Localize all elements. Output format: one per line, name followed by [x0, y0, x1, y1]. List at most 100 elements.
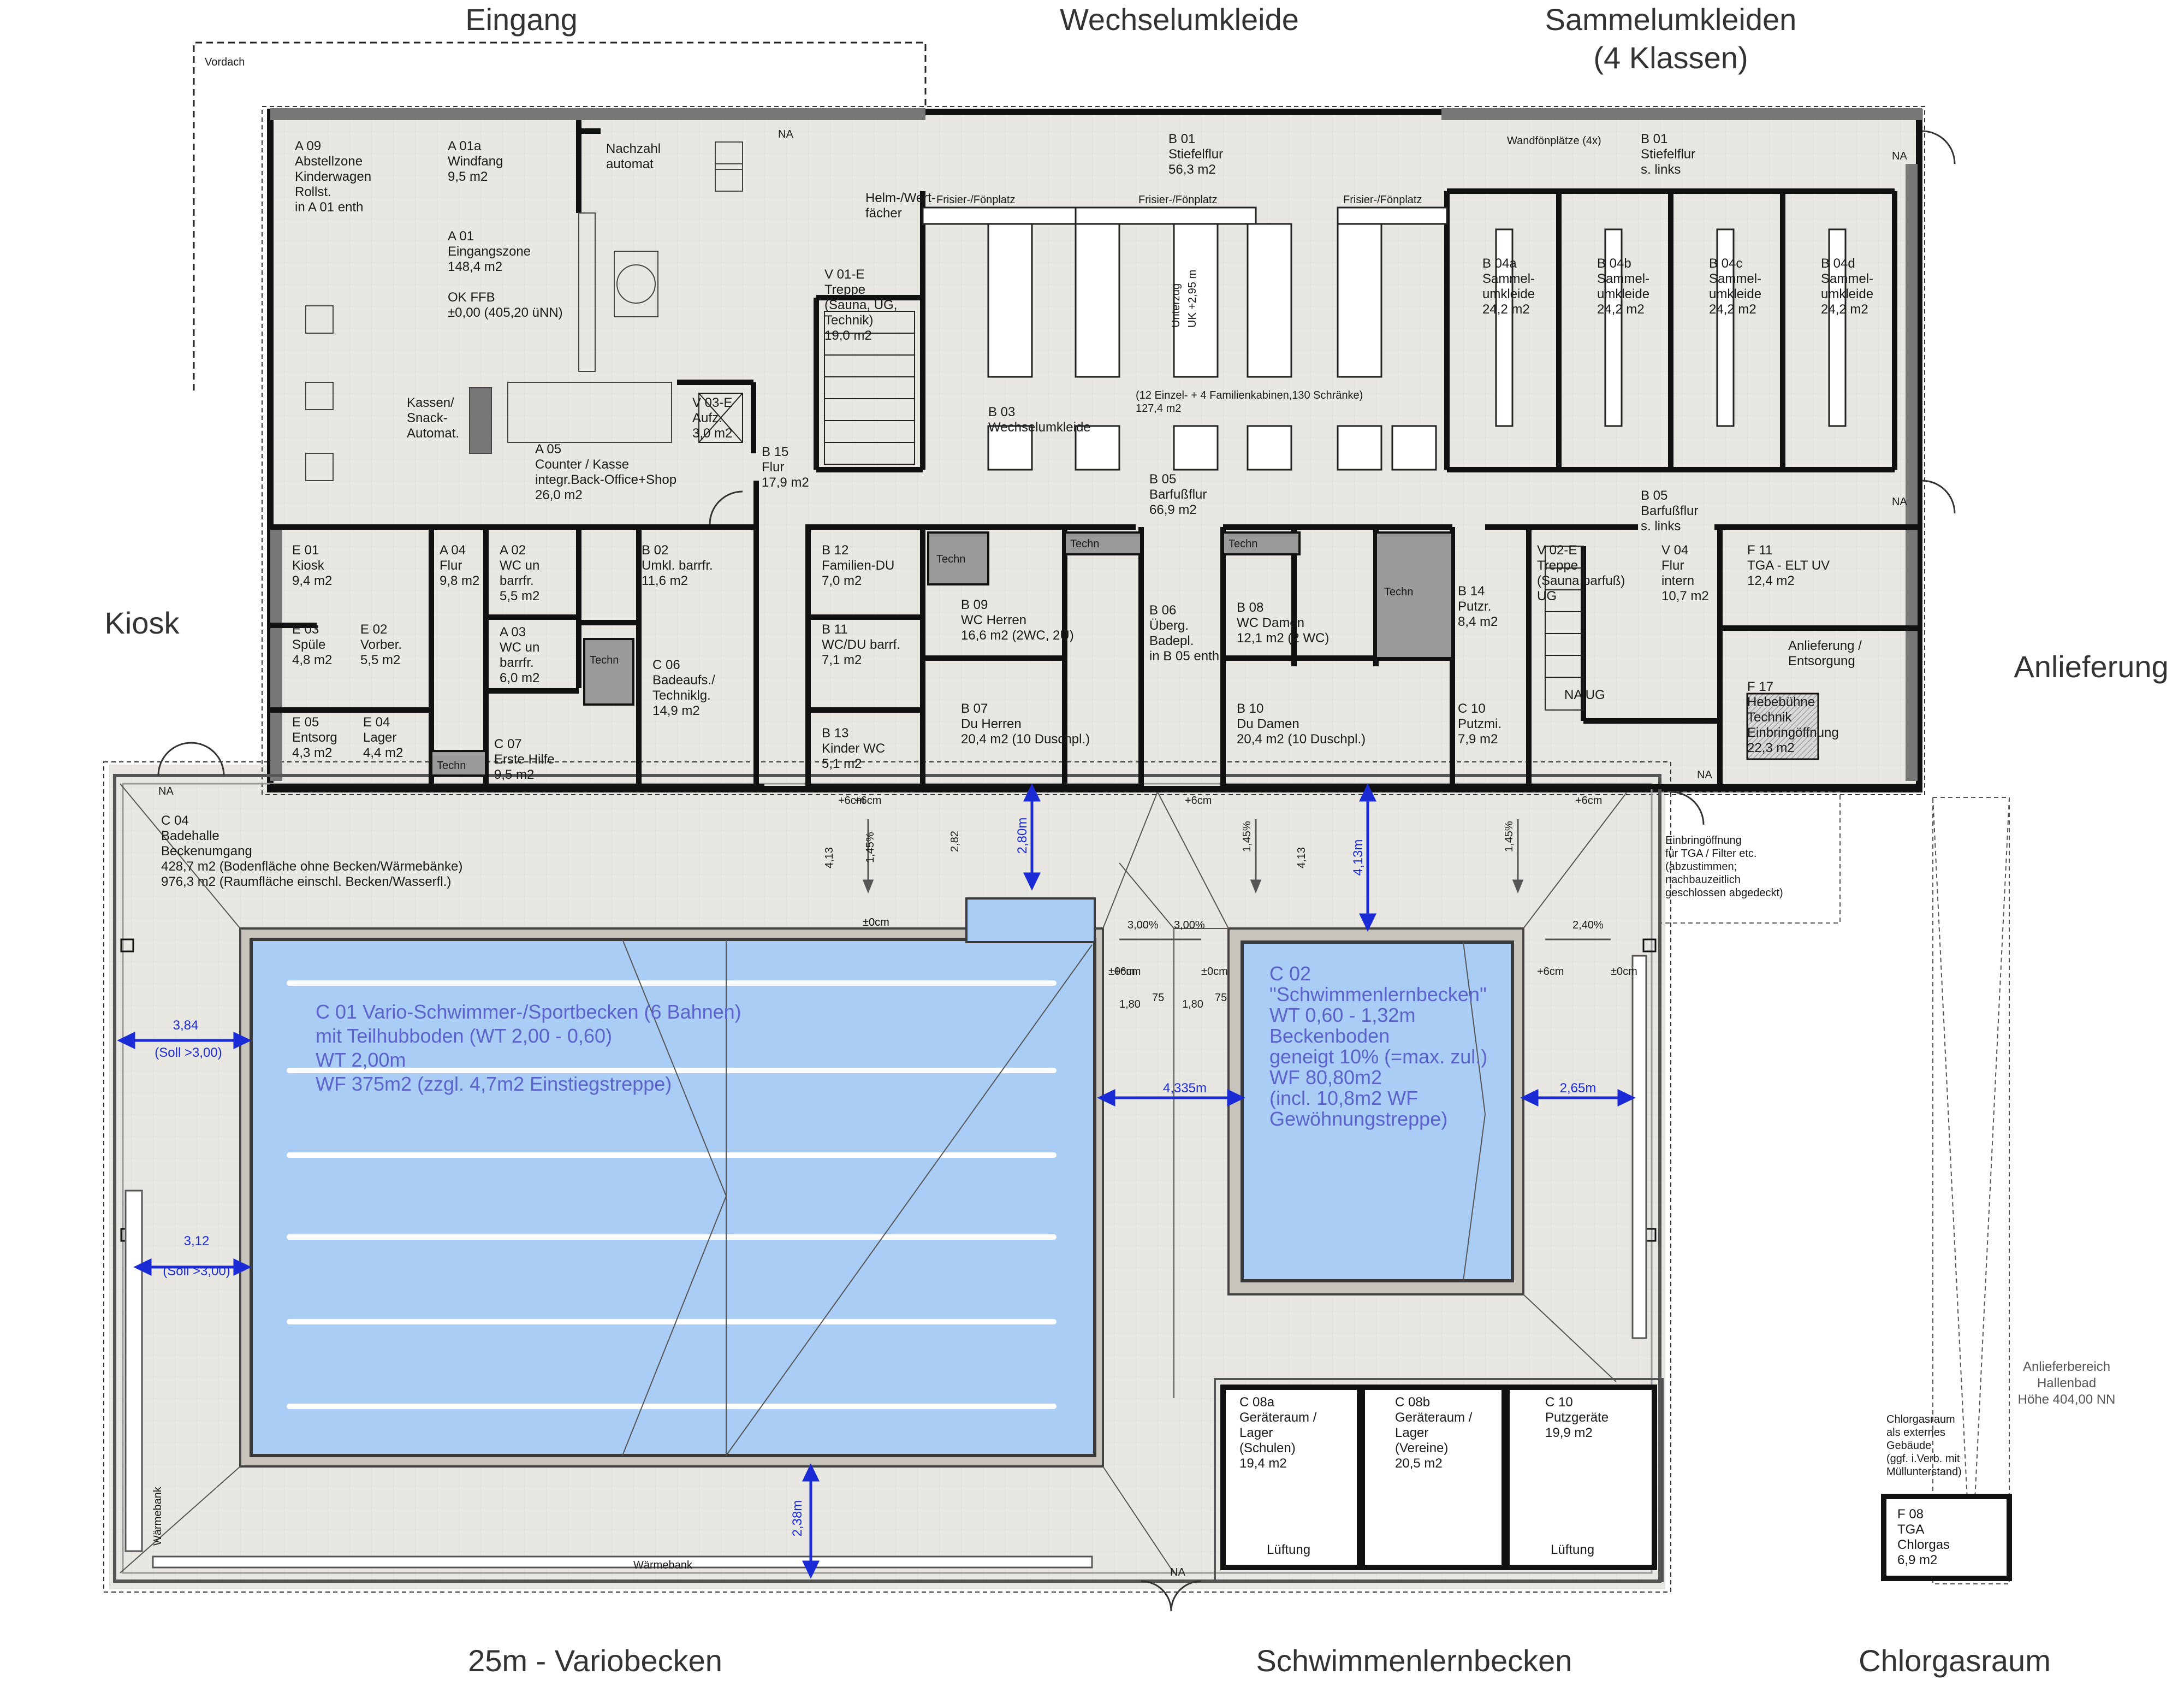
pool-c02-line-2: WT 0,60 - 1,32m	[1269, 1004, 1415, 1026]
room-b04b-line-1: Sammel-	[1597, 271, 1649, 286]
furniture	[305, 141, 743, 481]
room-f17-line-2: Technik	[1747, 710, 1792, 725]
room-helm-line-1: fächer	[865, 206, 902, 221]
room-f17-line-0: F 17	[1747, 679, 1773, 694]
dimension-d413: 4,13m	[1351, 839, 1366, 876]
room-c08a-line-2: Lager	[1239, 1425, 1273, 1440]
room-frisier3-line-0: Frisier-/Fönplatz	[1343, 194, 1422, 206]
room-a05-line-2: integr.Back-Office+Shop	[535, 472, 676, 487]
room-a09-line-3: Rollst.	[295, 185, 331, 199]
room-b12-line-0: B 12	[822, 543, 848, 558]
room-a01a-line-2: 9,5 m2	[448, 169, 488, 184]
slope-arrows	[862, 819, 1611, 940]
hall-slope-lines	[120, 783, 1174, 1573]
room-b05b-line-2: s. links	[1641, 519, 1681, 534]
room-b15-line-2: 17,9 m2	[762, 475, 809, 490]
room-b04d-line-2: umkleide	[1821, 287, 1873, 301]
room-b04a-line-3: 24,2 m2	[1482, 302, 1530, 317]
locker-blocks	[922, 206, 1847, 471]
room-b04d-line-0: B 04d	[1821, 256, 1855, 271]
storage-rooms	[1220, 1385, 1657, 1570]
room-c08b-line-4: 20,5 m2	[1395, 1456, 1443, 1471]
room-b04c-line-2: umkleide	[1709, 287, 1761, 301]
room-einbring-line-3: nachbauzeitlich	[1665, 874, 1741, 886]
room-a09-line-2: Kinderwagen	[295, 169, 371, 184]
room-b11-line-2: 7,1 m2	[822, 653, 862, 667]
label-z0c: ±0cm	[1201, 966, 1228, 978]
room-einbring-line-0: Einbringöffnung	[1665, 835, 1742, 847]
dimension-arrows	[117, 783, 1636, 1579]
label-z0e: ±0cm	[863, 916, 889, 928]
dimension-d384: 3,84	[173, 1018, 199, 1033]
room-v04-line-2: intern	[1661, 573, 1694, 588]
room-a03-line-3: 6,0 m2	[500, 671, 539, 685]
label-techn5: Techn	[1228, 538, 1257, 550]
room-b03info-line-0: (12 Einzel- + 4 Familienkabinen,130 Schr…	[1136, 389, 1363, 401]
pool-c02-line-1: "Schwimmenlernbecken"	[1269, 983, 1487, 1005]
room-a01-line-0: A 01	[448, 229, 474, 244]
room-frisier1-line-0: Frisier-/Fönplatz	[936, 194, 1015, 206]
room-c10a-line-0: C 10	[1458, 701, 1486, 716]
room-a01-line-1: Eingangszone	[448, 244, 531, 259]
room-c08a-line-4: 19,4 m2	[1239, 1456, 1287, 1471]
room-c07-line-1: Erste Hilfe	[494, 752, 555, 767]
room-b06-line-1: Überg.	[1149, 618, 1189, 633]
room-anlief-line-0: Anlieferung /	[1788, 638, 1862, 653]
room-f11-line-2: 12,4 m2	[1747, 573, 1795, 588]
room-b02-line-1: Umkl. barrfr.	[642, 558, 713, 573]
room-c04-line-0: C 04	[161, 813, 189, 828]
room-b04b-line-2: umkleide	[1597, 287, 1649, 301]
room-v04-line-1: Flur	[1661, 558, 1684, 573]
room-c08b-line-0: C 08b	[1395, 1395, 1430, 1410]
label-p6b: +6cm	[1185, 795, 1212, 807]
room-f17-line-3: Einbringöffnung	[1747, 725, 1839, 740]
label-z0b: ±0cm	[1108, 966, 1135, 978]
room-b04b-line-0: B 04b	[1597, 256, 1631, 271]
pool-c02-line-4: geneigt 10% (=max. zul.)	[1269, 1045, 1487, 1068]
label-waerme2: Wärmebank	[633, 1559, 693, 1571]
room-b01-line-2: 56,3 m2	[1168, 162, 1216, 177]
label-techn2: Techn	[437, 760, 466, 772]
label-na5: NA	[1697, 769, 1712, 781]
room-c10b-line-2: 19,9 m2	[1545, 1425, 1593, 1440]
room-einbring-line-1: für TGA / Filter etc.	[1665, 848, 1756, 860]
dimension-d238: 2,38m	[790, 1500, 805, 1537]
room-b02-line-0: B 02	[642, 543, 668, 558]
room-b13-line-1: Kinder WC	[822, 741, 885, 756]
room-b03info-line-1: 127,4 m2	[1136, 403, 1181, 415]
room-b02-line-2: 11,6 m2	[642, 573, 688, 588]
room-c04-line-1: Badehalle	[161, 829, 219, 843]
room-b05-line-1: Barfußflur	[1149, 487, 1207, 502]
technical-rooms	[430, 531, 1819, 777]
label-unterzug: Unterzug	[1170, 283, 1182, 328]
room-b10-line-0: B 10	[1237, 701, 1263, 716]
dimension-d384s: (Soll >3,00)	[155, 1045, 222, 1060]
room-v02-line-1: Treppe	[1537, 558, 1578, 573]
room-a09-line-0: A 09	[295, 139, 321, 153]
label-techn1: Techn	[590, 654, 619, 666]
label-sup75b: 75	[1215, 992, 1227, 1004]
room-a03-line-1: WC un	[500, 640, 539, 655]
room-b12-line-1: Familien-DU	[822, 558, 894, 573]
room-b15-line-1: Flur	[762, 460, 784, 475]
room-a02-line-1: WC un	[500, 558, 539, 573]
room-b09-line-0: B 09	[961, 597, 988, 612]
room-e05-line-0: E 05	[292, 715, 319, 730]
pool-c02-line-3: Beckenboden	[1269, 1025, 1390, 1047]
stairs	[698, 311, 1584, 711]
room-v01-line-4: 19,0 m2	[824, 328, 872, 343]
room-b05-line-0: B 05	[1149, 472, 1176, 487]
room-b09-line-1: WC Herren	[961, 613, 1026, 628]
room-b01b-line-2: s. links	[1641, 162, 1681, 177]
room-b14-line-0: B 14	[1458, 584, 1485, 599]
zone-title-eingang: Eingang	[465, 2, 578, 37]
zone-title-lernbecken: Schwimmenlernbecken	[1256, 1643, 1572, 1678]
label-v413b: 4,13	[1296, 847, 1308, 868]
room-b06-line-0: B 06	[1149, 603, 1176, 618]
room-a04-line-2: 9,8 m2	[440, 573, 479, 588]
dimension-d312s: (Soll >3,00)	[163, 1264, 230, 1279]
room-a01a-line-1: Windfang	[448, 154, 503, 169]
room-b11-line-0: B 11	[822, 622, 848, 637]
